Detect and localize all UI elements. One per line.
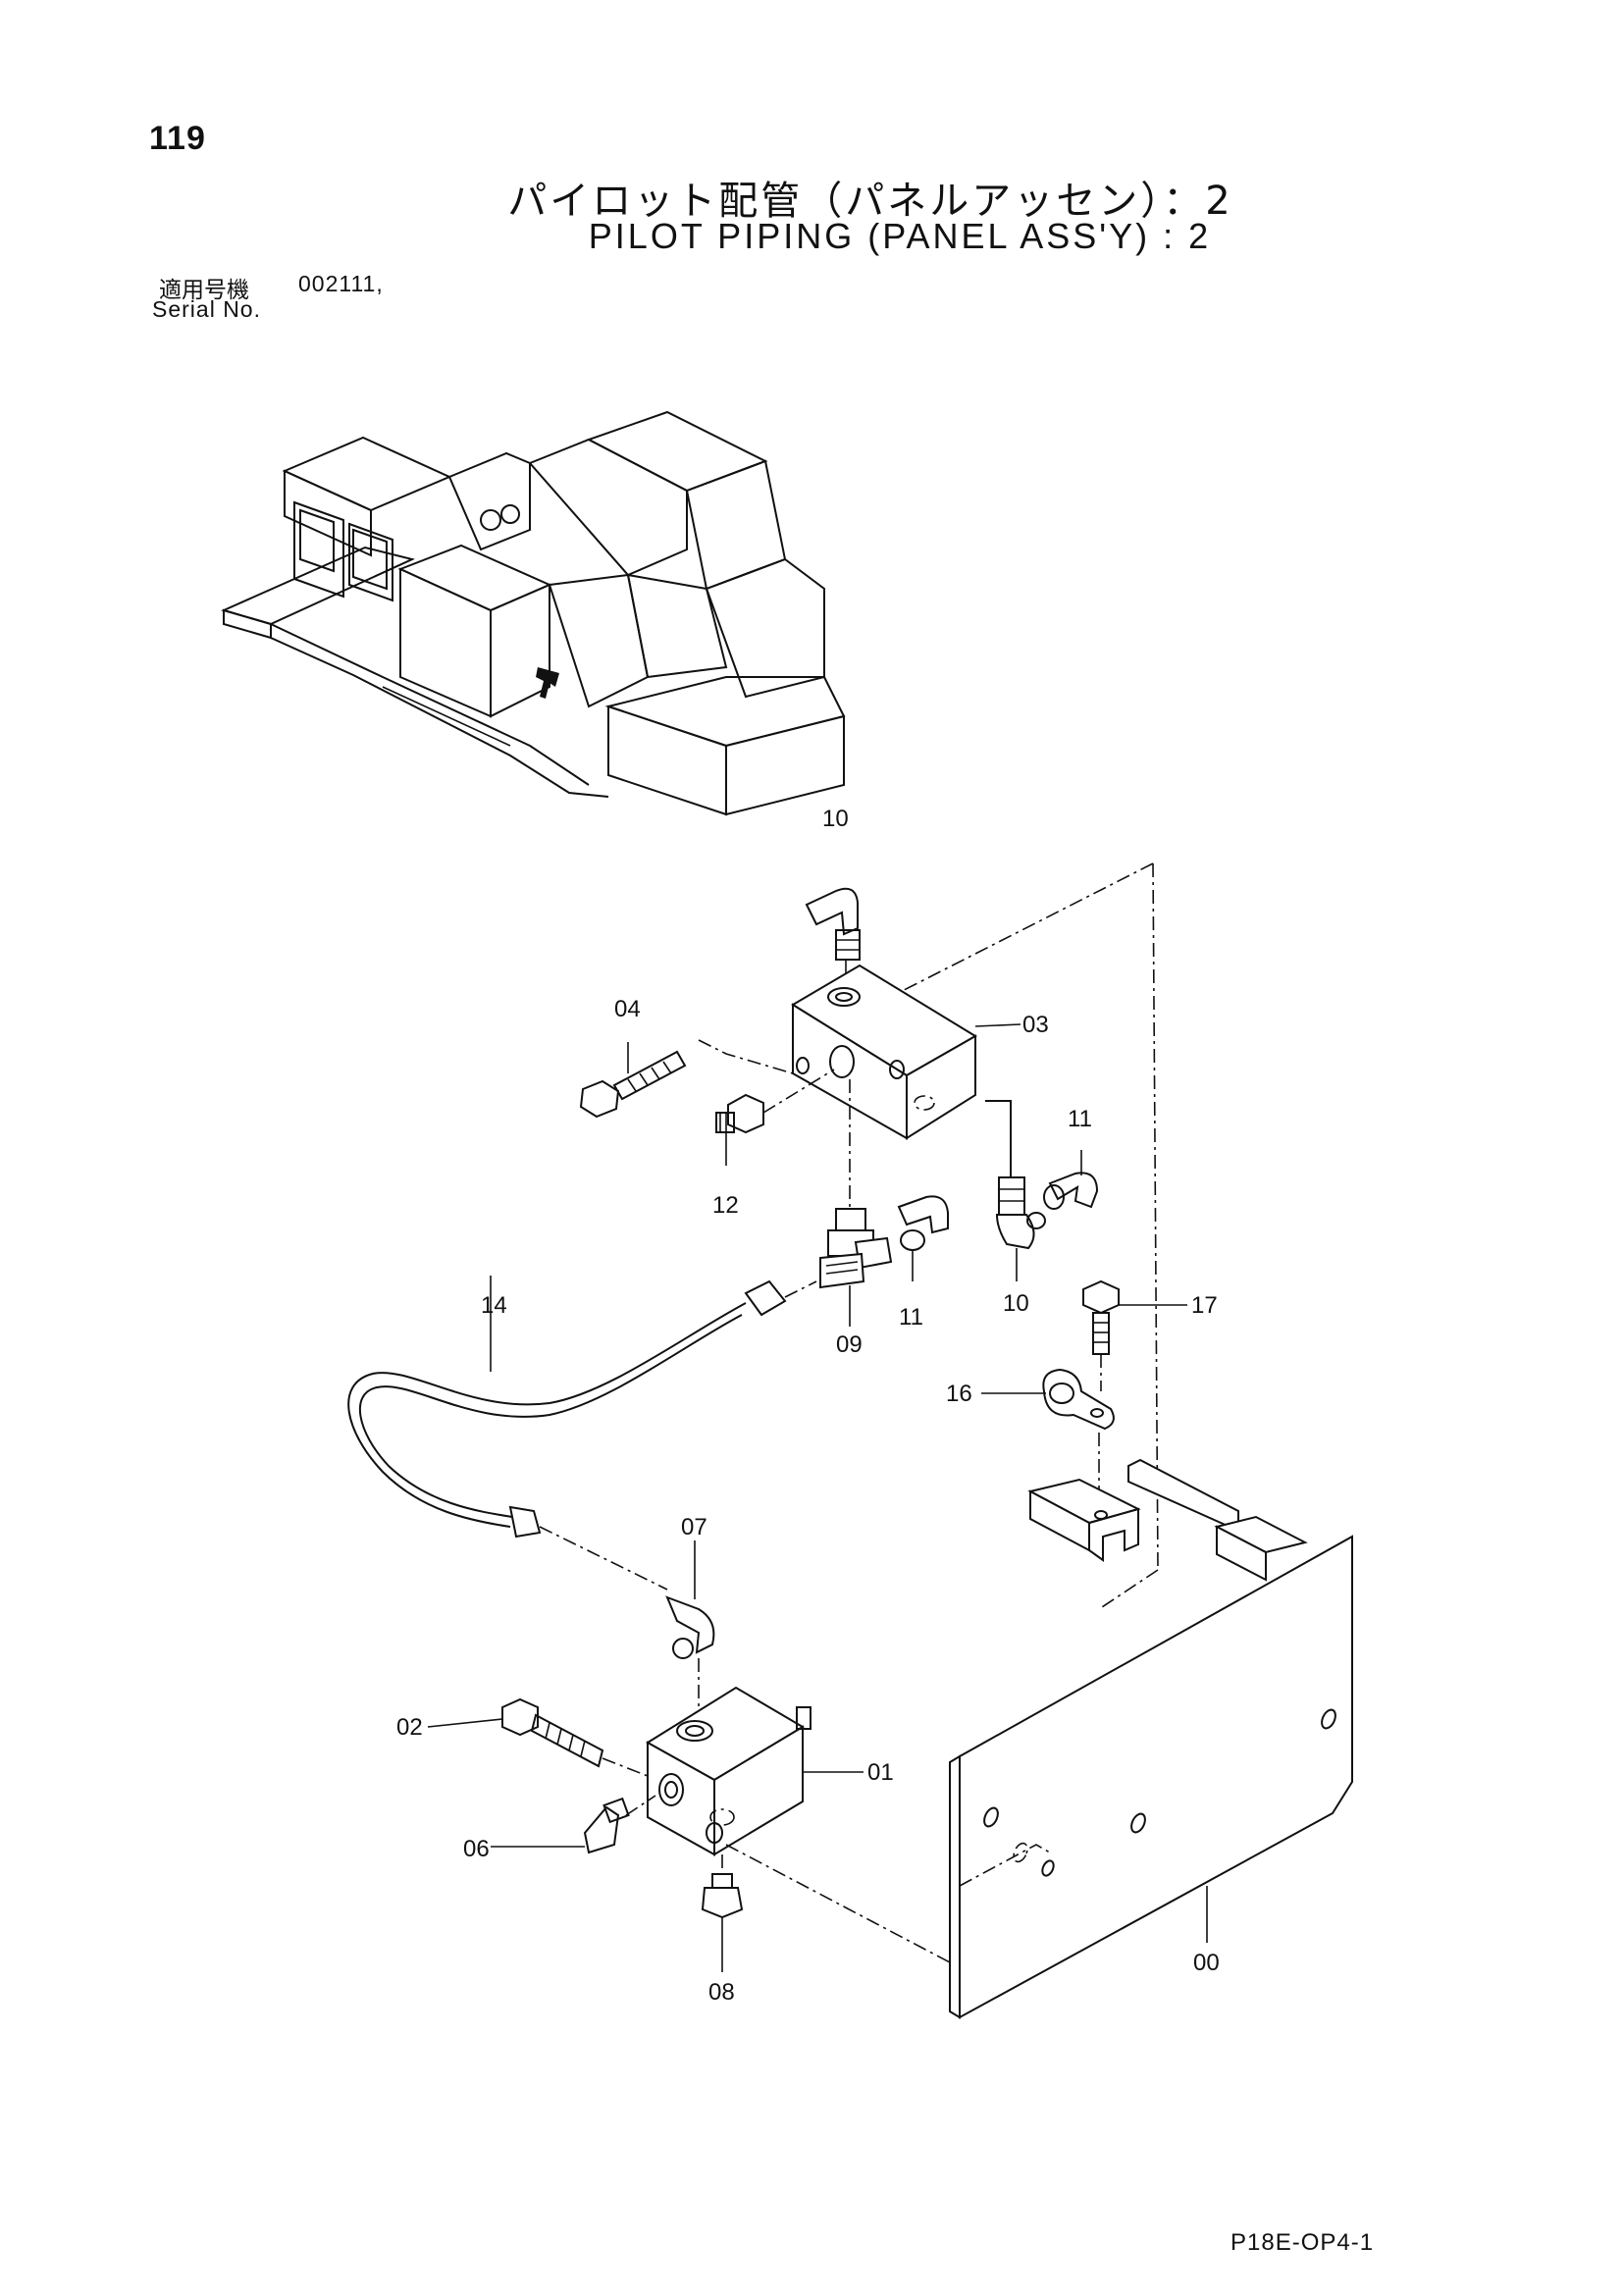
title-japanese: パイロット配管（パネルアッセン）：2 bbox=[507, 179, 1233, 224]
drawing-code: P18E-OP4-1 bbox=[1230, 2229, 1375, 2256]
part-11-elbow-middle bbox=[897, 1195, 949, 1281]
callout-02: 02 bbox=[396, 1714, 423, 1741]
callout-labels: 10 03 04 11 12 14 09 11 10 17 16 07 02 0… bbox=[396, 806, 1220, 2006]
callout-03: 03 bbox=[1022, 1012, 1049, 1038]
machine-overview-illustration bbox=[221, 410, 846, 816]
callout-10-top: 10 bbox=[822, 806, 849, 832]
callout-09: 09 bbox=[836, 1331, 863, 1358]
part-04-bolt bbox=[579, 1039, 794, 1119]
part-02-bolt bbox=[427, 1697, 649, 1777]
callout-10-bottom: 10 bbox=[1003, 1290, 1029, 1317]
serial-label-japanese: 適用号機 bbox=[159, 278, 249, 303]
part-10-elbow-top bbox=[805, 887, 861, 979]
page-number: 119 bbox=[149, 120, 206, 157]
part-03-block bbox=[791, 964, 1021, 1140]
title-english: PILOT PIPING (PANEL ASS'Y) : 2 bbox=[588, 216, 1212, 256]
callout-04: 04 bbox=[614, 996, 641, 1022]
serial-value: 002111, bbox=[298, 271, 384, 296]
callout-07: 07 bbox=[681, 1514, 707, 1540]
callout-17: 17 bbox=[1191, 1292, 1218, 1319]
part-06-elbow bbox=[491, 1795, 656, 1854]
callout-14: 14 bbox=[481, 1292, 507, 1319]
callout-00: 00 bbox=[1193, 1950, 1220, 1976]
part-07-elbow bbox=[665, 1540, 715, 1707]
panel-bracket bbox=[1027, 1478, 1141, 1562]
part-01-block bbox=[646, 1686, 864, 1856]
callout-06: 06 bbox=[463, 1836, 490, 1862]
assembly-outline bbox=[863, 862, 1159, 1610]
part-17-bolt bbox=[1082, 1279, 1187, 1391]
part-14-hose bbox=[347, 1276, 817, 1591]
part-10-elbow-bottom bbox=[985, 1100, 1046, 1281]
part-09-tee bbox=[819, 1079, 893, 1327]
callout-08: 08 bbox=[708, 1979, 735, 2006]
part-00-panel bbox=[949, 1458, 1353, 2019]
callout-11-middle: 11 bbox=[899, 1304, 923, 1331]
part-12-fitting bbox=[715, 1069, 835, 1166]
serial-label-english: Serial No. bbox=[152, 296, 261, 322]
callout-12: 12 bbox=[712, 1192, 739, 1219]
callout-01: 01 bbox=[867, 1759, 894, 1786]
callout-11-right: 11 bbox=[1068, 1106, 1092, 1132]
part-11-elbow-right bbox=[1043, 1150, 1099, 1210]
part-08-plug bbox=[701, 1854, 744, 1972]
callout-16: 16 bbox=[946, 1381, 972, 1407]
